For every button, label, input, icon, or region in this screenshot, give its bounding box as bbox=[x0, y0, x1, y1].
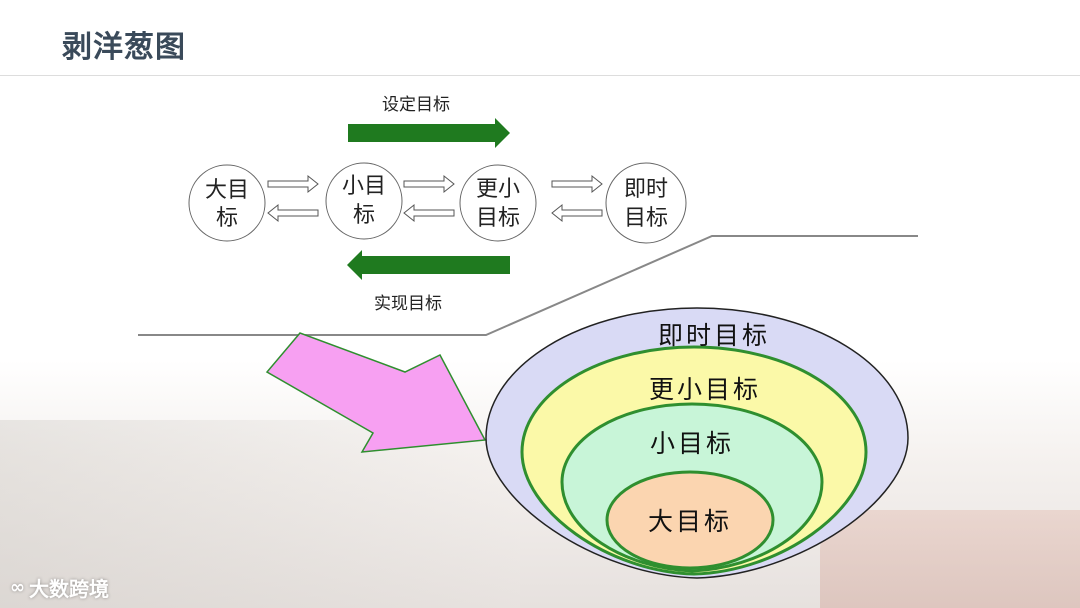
node-line1: 大目 bbox=[205, 178, 249, 203]
onion-label-small: 小目标 bbox=[650, 429, 734, 458]
watermark-logo: ∞ 大数跨境 bbox=[10, 573, 109, 601]
pointer-arrow bbox=[265, 332, 487, 453]
connector-line bbox=[138, 235, 918, 336]
node-line1: 即时 bbox=[624, 177, 668, 202]
achieve-goal-label: 实现目标 bbox=[374, 294, 442, 314]
onion-label-big: 大目标 bbox=[648, 507, 732, 536]
flow-node: 更小 目标 bbox=[459, 164, 537, 242]
onion-label-smaller: 更小目标 bbox=[649, 375, 761, 404]
flow-node: 即时 目标 bbox=[605, 162, 687, 244]
flow-node: 小目 标 bbox=[325, 162, 403, 240]
forward-arrow bbox=[348, 118, 510, 148]
onion-label-immediate: 即时目标 bbox=[658, 321, 770, 350]
page-title: 剥洋葱图 bbox=[62, 30, 186, 65]
set-goal-label: 设定目标 bbox=[382, 95, 450, 115]
bidirectional-arrows bbox=[267, 174, 603, 223]
title-divider bbox=[0, 75, 1080, 76]
node-line2: 标 bbox=[216, 206, 238, 231]
logo-text: 大数跨境 bbox=[29, 576, 109, 601]
node-line2: 目标 bbox=[476, 206, 520, 231]
node-line1: 更小 bbox=[476, 177, 520, 202]
node-line2: 标 bbox=[353, 203, 375, 228]
node-line1: 小目 bbox=[342, 174, 386, 199]
onion-core bbox=[605, 470, 775, 570]
node-line2: 目标 bbox=[624, 206, 668, 231]
backward-arrow bbox=[347, 250, 510, 280]
infinity-cloud-icon: ∞ bbox=[10, 576, 25, 598]
flow-node: 大目 标 bbox=[188, 164, 266, 242]
